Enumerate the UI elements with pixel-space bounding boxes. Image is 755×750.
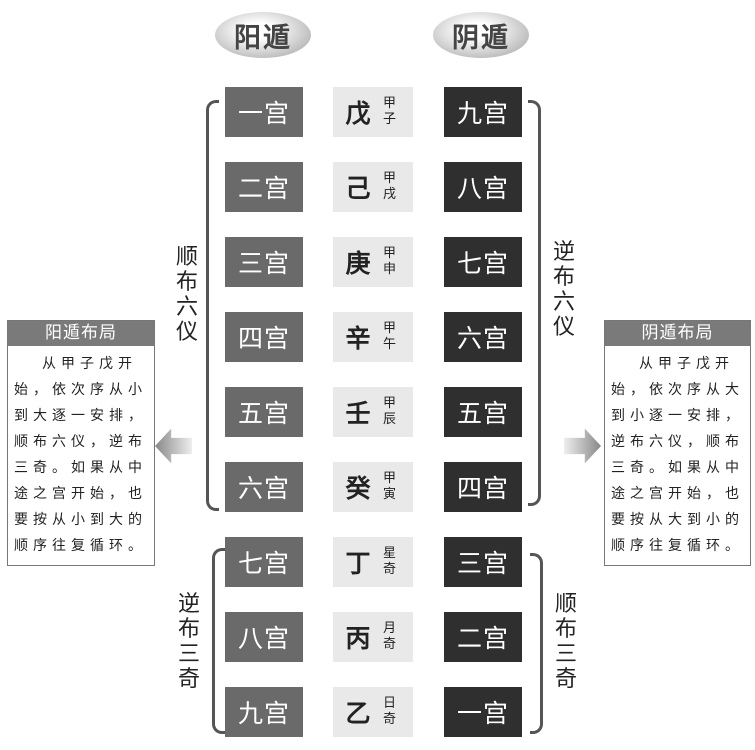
yang-palace: 二宫 [225, 162, 303, 212]
yang-palace: 三宫 [225, 237, 303, 287]
yang-palace: 六宫 [225, 462, 303, 512]
yang-box-title: 阳遁布局 [8, 321, 154, 346]
label-right-bottom: 顺布三奇 [554, 592, 577, 692]
stem-note: 甲子 [383, 96, 397, 127]
stem-cell: 壬 甲辰 [333, 387, 413, 437]
stem-cell: 癸 甲寅 [333, 462, 413, 512]
stem: 己 [345, 174, 371, 203]
arrow-right-icon [564, 428, 601, 464]
yin-palace: 八宫 [444, 162, 522, 212]
stem-cell: 丁 星奇 [333, 537, 413, 587]
yin-palace: 七宫 [444, 237, 522, 287]
stem-cell: 乙 日奇 [333, 687, 413, 737]
yin-palace: 五宫 [444, 387, 522, 437]
stem-cell: 辛 甲午 [333, 312, 413, 362]
label-left-bottom: 逆布三奇 [177, 592, 200, 692]
yin-layout-box: 阴遁布局 从甲子戊开始，依次序从大到小逐一安排，逆布六仪，顺布三奇。如果从中途之… [604, 320, 751, 566]
yin-palace: 四宫 [444, 462, 522, 512]
stem-note: 星奇 [383, 546, 397, 577]
stem-cell: 庚 甲申 [333, 237, 413, 287]
yang-box-text: 从甲子戊开始，依次序从小到大逐一安排，顺布六仪，逆布三奇。如果从中途之宫开始，也… [14, 356, 147, 554]
left-top-bracket [206, 100, 219, 511]
stem-cell: 戊 甲子 [333, 87, 413, 137]
stem: 乙 [345, 699, 371, 728]
stem-note: 日奇 [383, 696, 397, 727]
stem-cell: 己 甲戌 [333, 162, 413, 212]
label-right-top: 逆布六仪 [552, 240, 575, 340]
stem-note: 月奇 [383, 621, 397, 652]
stem: 丙 [345, 624, 371, 653]
right-top-bracket [528, 100, 541, 506]
label-left-top: 顺布六仪 [175, 245, 198, 345]
yang-layout-box: 阳遁布局 从甲子戊开始，依次序从小到大逐一安排，顺布六仪，逆布三奇。如果从中途之… [7, 320, 155, 566]
yang-palace: 五宫 [225, 387, 303, 437]
yang-palace: 九宫 [225, 687, 303, 737]
stem: 癸 [345, 474, 371, 503]
yin-palace: 一宫 [444, 687, 522, 737]
stem: 戊 [345, 99, 371, 128]
yin-palace: 三宫 [444, 537, 522, 587]
arrow-left-icon [155, 428, 192, 464]
stem: 辛 [345, 324, 371, 353]
yang-palace: 四宫 [225, 312, 303, 362]
stem: 庚 [345, 249, 371, 278]
stem: 丁 [345, 549, 371, 578]
yin-palace: 九宫 [444, 87, 522, 137]
left-bottom-bracket [212, 548, 225, 734]
yin-box-title: 阴遁布局 [605, 321, 750, 346]
yang-palace: 八宫 [225, 612, 303, 662]
stem: 壬 [345, 399, 371, 428]
yin-dun-header: 阴遁 [433, 12, 529, 58]
yang-palace: 七宫 [225, 537, 303, 587]
stem-note: 甲辰 [383, 396, 397, 427]
yin-box-text: 从甲子戊开始，依次序从大到小逐一安排，逆布六仪，顺布三奇。如果从中途之宫开始，也… [611, 356, 744, 554]
yang-palace: 一宫 [225, 87, 303, 137]
stem-note: 甲寅 [383, 471, 397, 502]
yin-palace: 六宫 [444, 312, 522, 362]
stem-note: 甲午 [383, 321, 397, 352]
stem-cell: 丙 月奇 [333, 612, 413, 662]
stem-note: 甲申 [383, 246, 397, 277]
yin-palace: 二宫 [444, 612, 522, 662]
stem-note: 甲戌 [383, 171, 397, 202]
right-bottom-bracket [530, 553, 543, 734]
yang-dun-header: 阳遁 [215, 12, 311, 58]
